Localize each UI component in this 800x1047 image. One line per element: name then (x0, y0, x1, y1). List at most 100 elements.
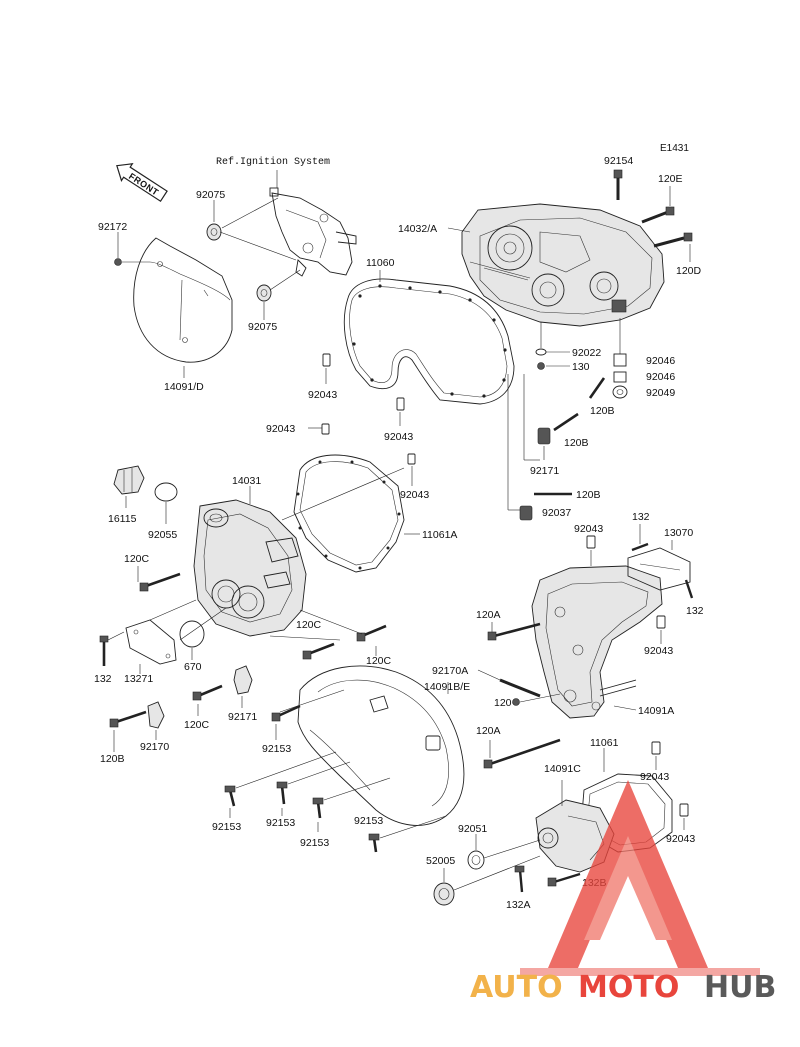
label-92170: 92170 (140, 741, 169, 753)
bolt-132B (547, 872, 581, 887)
label-14091C: 14091C (544, 763, 581, 775)
bolt-120B-a (588, 377, 606, 399)
rod-92170A (499, 678, 541, 698)
label-92171-b: 92171 (228, 711, 257, 723)
label-120A-b: 120A (476, 725, 501, 737)
label-92043-h: 92043 (666, 833, 695, 845)
grommet-92075-bottom (256, 284, 272, 302)
bolt-120C-c (356, 624, 387, 642)
bolt-132-c (99, 635, 109, 666)
label-92153-b: 92153 (212, 821, 241, 833)
dowel-92043-c (321, 423, 330, 435)
label-120C-a: 120C (124, 553, 150, 565)
label-52005: 52005 (426, 855, 455, 867)
label-92043-d: 92043 (400, 489, 429, 501)
dowel-92043-a (322, 353, 331, 367)
dowel-92043-g (651, 741, 661, 755)
seal-52005 (433, 882, 455, 906)
clamp-92171-a (537, 427, 551, 445)
clamp-92037 (519, 505, 533, 521)
label-120B-a: 120B (590, 405, 615, 417)
damper-92049 (612, 385, 628, 399)
label-16115: 16115 (108, 513, 137, 525)
cover-13271 (125, 619, 177, 665)
dowel-92043-b (396, 397, 405, 411)
bolt-132A (514, 865, 525, 893)
label-120B-c: 120B (576, 489, 601, 501)
dowel-92043-d (407, 453, 416, 465)
label-120: 120 (494, 697, 512, 709)
watermark-logo-icon (520, 780, 760, 976)
label-13070: 13070 (664, 527, 693, 539)
label-92043-e: 92043 (574, 523, 603, 535)
clamp-92171-b (233, 665, 253, 695)
label-120B-d: 120B (100, 753, 125, 765)
diagram-code: E1431 (660, 143, 689, 154)
bolt-92154 (613, 169, 623, 200)
label-92171-a: 92171 (530, 465, 559, 477)
bolt-120C-a (139, 572, 181, 592)
label-92046-b: 92046 (646, 371, 675, 383)
label-92051: 92051 (458, 823, 487, 835)
cover-14031-drawing (193, 499, 307, 637)
label-92043-f: 92043 (644, 645, 673, 657)
bolt-132-b (684, 579, 694, 599)
label-92153-e: 92153 (354, 815, 383, 827)
label-120D: 120D (676, 265, 702, 277)
gasket-11060-drawing (343, 278, 515, 405)
watermark-text-hub: HUB (704, 970, 776, 1005)
watermark-text: AUTO MOTO HUB (470, 970, 776, 1005)
label-14032A: 14032/A (398, 223, 437, 235)
label-92046-a: 92046 (646, 355, 675, 367)
bolt-120B-b (553, 412, 579, 432)
watermark-text-auto: AUTO (470, 970, 563, 1005)
bolt-120A-a (487, 622, 541, 641)
label-132-a: 132 (632, 511, 650, 523)
bolt-92172 (114, 258, 150, 266)
bolt-92153-a (271, 704, 301, 722)
label-92075-bottom: 92075 (248, 321, 277, 333)
dowel-92043-e (586, 535, 596, 549)
label-120B-b: 120B (564, 437, 589, 449)
label-92037: 92037 (542, 507, 571, 519)
label-120E: 120E (658, 173, 683, 185)
cover-13070 (627, 547, 691, 591)
bolt-120E (641, 206, 675, 224)
label-14091D: 14091/D (164, 381, 204, 393)
dowel-92043-f (656, 615, 666, 629)
gasket-11061A-drawing (293, 454, 405, 573)
label-92022: 92022 (572, 347, 601, 359)
label-92153-d: 92153 (300, 837, 329, 849)
label-11060: 11060 (366, 257, 395, 269)
label-120C-c: 120C (366, 655, 392, 667)
bolt-120D (653, 232, 693, 248)
front-arrow-icon: FRONT (116, 163, 168, 203)
label-92153-c: 92153 (266, 817, 295, 829)
label-11061A: 11061A (422, 529, 457, 541)
watermark-text-moto: MOTO (578, 970, 679, 1005)
oring-92055 (154, 482, 178, 502)
bolt-92153-c (276, 781, 288, 805)
label-670: 670 (184, 661, 202, 673)
label-92049: 92049 (646, 387, 675, 399)
bolt-120 (512, 698, 520, 706)
label-92043-c: 92043 (266, 423, 295, 435)
label-92075-top: 92075 (196, 189, 225, 201)
label-92154: 92154 (604, 155, 633, 167)
label-92172: 92172 (98, 221, 127, 233)
bolt-132-a (631, 542, 649, 552)
washer-92022 (535, 348, 547, 356)
label-132-b: 132 (686, 605, 704, 617)
label-14091A: 14091A (638, 705, 674, 717)
label-92043-a: 92043 (308, 389, 337, 401)
bracket-14091A-drawing (531, 565, 663, 719)
label-11061: 11061 (590, 737, 619, 749)
label-14031: 14031 (232, 475, 261, 487)
dowel-92043-h (679, 803, 689, 817)
bolt-120B-d (109, 710, 147, 728)
label-92170A: 92170A (432, 665, 468, 677)
oring-670 (179, 620, 205, 648)
label-130: 130 (572, 361, 590, 373)
label-92055: 92055 (148, 529, 177, 541)
